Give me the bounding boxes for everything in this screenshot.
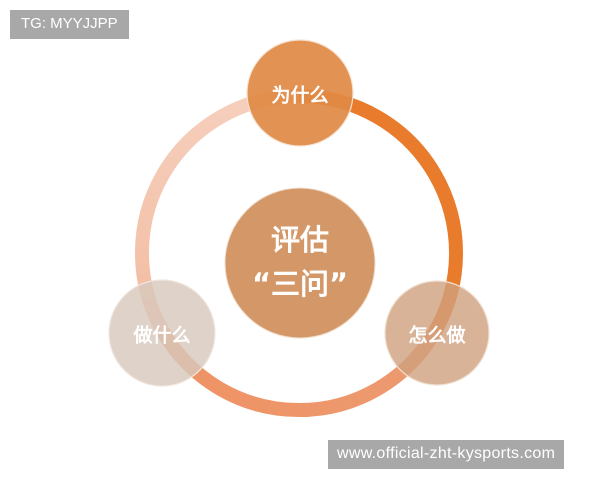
- center-label: 评估 “三问”: [252, 218, 348, 306]
- node-label-how: 怎么做: [408, 324, 466, 347]
- node-circle-why: [246, 39, 354, 147]
- center-circle: [224, 187, 376, 339]
- node-circle-what: [108, 279, 216, 387]
- node-label-why: 为什么: [271, 84, 329, 107]
- node-label-what: 做什么: [133, 324, 191, 347]
- watermark-top: TG: MYYJJPP: [10, 10, 129, 39]
- center-label-line1: 评估: [270, 223, 329, 257]
- watermark-bottom: www.official-zht-kysports.com: [328, 440, 565, 469]
- node-circle-how: [384, 280, 490, 386]
- center-label-line2: “三问”: [251, 267, 349, 301]
